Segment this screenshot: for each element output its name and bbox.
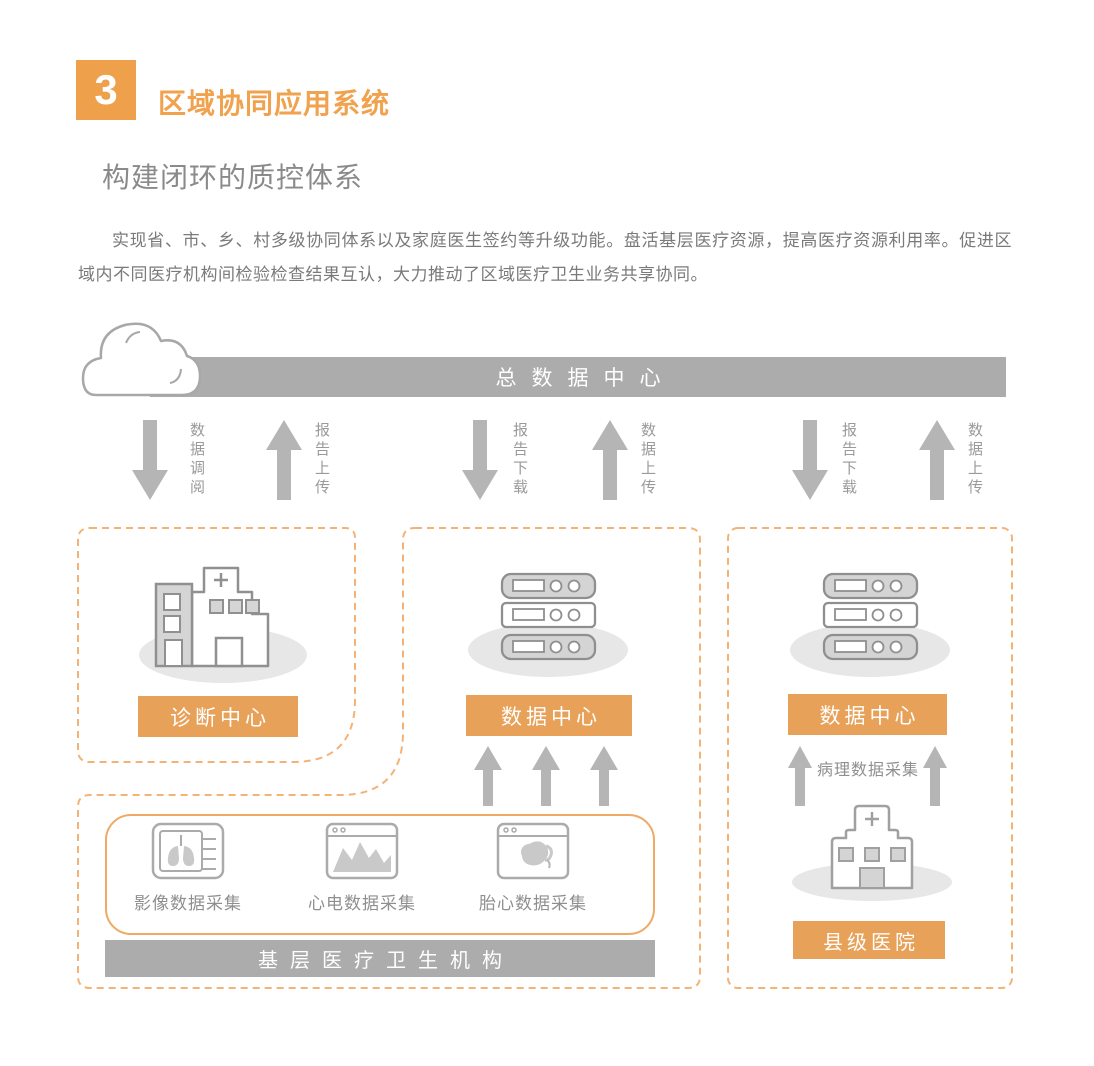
data-center-mid-label: 数据中心 (466, 695, 632, 736)
down-arrow-icon (792, 420, 828, 500)
diagnosis-center-dashed-box (77, 527, 356, 763)
collection-group-box (105, 814, 655, 935)
ecg-chart-icon (325, 822, 399, 880)
county-hospital-label: 县级医院 (793, 921, 945, 959)
server-stack-icon (468, 572, 628, 677)
primary-care-bar: 基层医疗卫生机构 (105, 940, 655, 977)
upload-arrows-icon (474, 746, 618, 806)
cloud-icon (81, 322, 202, 397)
flow-label: 数据调阅 (188, 422, 205, 498)
hospital-icon (792, 804, 952, 901)
collection-item: 影像数据采集 (122, 822, 254, 914)
flow-label: 报告下载 (840, 422, 857, 498)
hospital-building-icon (139, 566, 307, 683)
up-arrow-icon (592, 420, 628, 500)
diagnosis-center-label: 诊断中心 (138, 696, 298, 737)
main-data-center-bar: 总数据中心 (150, 357, 1006, 397)
server-stack-icon (790, 572, 950, 677)
data-center-right-label: 数据中心 (788, 694, 947, 735)
intro-paragraph: 实现省、市、乡、村多级协同体系以及家庭医生签约等升级功能。盘活基层医疗资源，提高… (78, 231, 1012, 284)
flow-label: 报告下载 (511, 422, 528, 498)
flow-label: 报告上传 (313, 422, 330, 498)
collection-item-label: 胎心数据采集 (479, 894, 587, 913)
data-center-bottom-dashed-region (77, 527, 701, 989)
collection-item-label: 心电数据采集 (308, 894, 416, 913)
county-dashed-box (727, 527, 1013, 989)
down-arrow-icon (132, 420, 168, 500)
section-subtitle: 构建闭环的质控体系 (102, 162, 364, 193)
pathology-collect-label: 病理数据采集 (816, 762, 919, 779)
collection-item-label: 影像数据采集 (134, 894, 242, 913)
up-arrow-icon (919, 420, 955, 500)
section-number-badge: 3 (76, 60, 136, 120)
upload-arrow-icon (788, 746, 812, 806)
imaging-monitor-icon (151, 822, 225, 880)
section-title: 区域协同应用系统 (158, 88, 391, 119)
flow-label: 数据上传 (966, 422, 983, 498)
up-arrow-icon (266, 420, 302, 500)
collection-item: 心电数据采集 (296, 822, 428, 914)
fetal-monitor-icon (496, 822, 570, 880)
upload-arrow-icon (923, 746, 947, 806)
down-arrow-icon (462, 420, 498, 500)
collection-item: 胎心数据采集 (467, 822, 599, 914)
flow-label: 数据上传 (639, 422, 656, 498)
